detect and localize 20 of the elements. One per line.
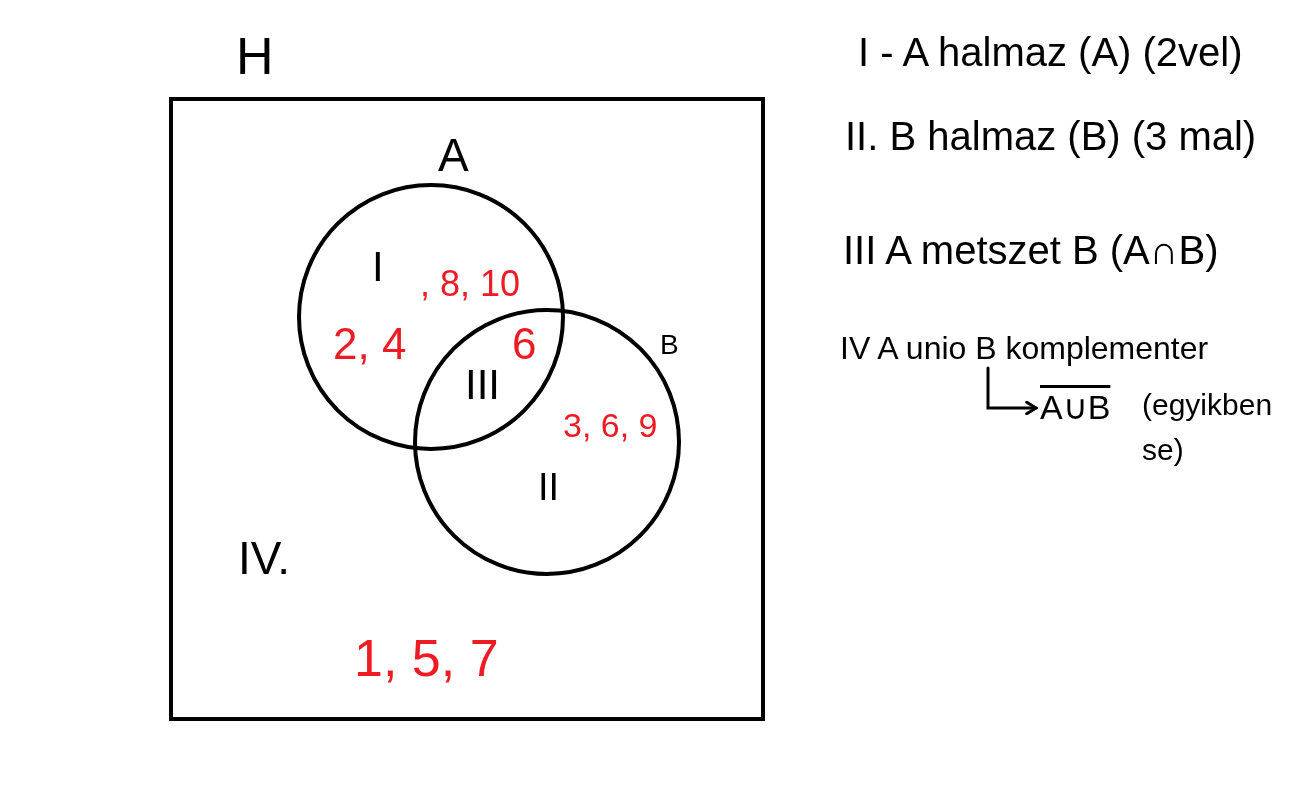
note-text: II. B halmaz (B) (3 mal) (845, 116, 1257, 156)
element-list: 6 (512, 322, 537, 366)
note-text: III A metszet B (A∩B) (843, 230, 1219, 270)
element-list: , 8, 10 (420, 266, 521, 302)
note-text: I - A halmaz (A) (2vel) (858, 32, 1243, 72)
region-numeral: II (538, 468, 560, 506)
arrow (986, 366, 1038, 416)
element-list: 1, 5, 7 (354, 632, 499, 684)
region-numeral: III (465, 364, 500, 406)
set-label: H (236, 30, 274, 82)
set-label: A (438, 132, 469, 178)
region-numeral: I (372, 246, 384, 288)
set-expression: A∪B (1040, 390, 1111, 424)
note-text: (egyikben se) (1142, 387, 1274, 468)
region-numeral: IV. (238, 535, 291, 581)
set-circle (413, 308, 681, 576)
element-list: 3, 6, 9 (563, 408, 658, 442)
note-text: IV A unio B komplementer (840, 332, 1209, 364)
set-label: B (660, 331, 679, 359)
element-list: 2, 4 (333, 322, 407, 366)
